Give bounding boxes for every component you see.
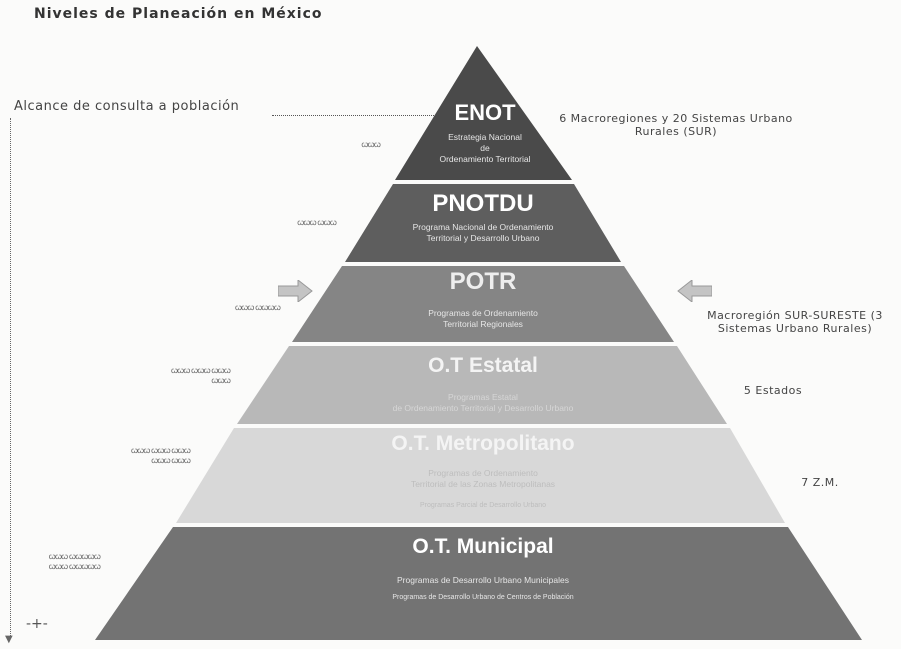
level-enot-sub2: de [480,143,490,153]
level-metropolitano: O.T. Metropolitano Programas de Ordenami… [265,432,701,511]
people-icon-group-estatal: ꞷꞷꞷ ꞷꞷꞷ ꞷꞷꞷ ꞷꞷꞷ [150,366,231,386]
scope-vertical-axis [10,118,11,638]
people-icon-enot: ꞷꞷꞷ [361,140,381,149]
level-metropolitano-band [176,428,785,523]
level-pnotdu-sub2: Territorial y Desarrollo Urbano [426,233,540,243]
level-estatal-sub1: Programas Estatal [448,392,518,402]
diagram-title: Niveles de Planeación en México [34,6,323,22]
people-icon-group-metro: ꞷꞷꞷ ꞷꞷꞷ ꞷꞷꞷ ꞷꞷꞷ ꞷꞷꞷ [110,446,191,466]
arrow-left-icon [677,280,712,302]
level-potr-name: POTR [449,268,517,295]
level-enot: ENOT Estrategia Nacional de Ordenamiento… [415,100,555,165]
level-municipal-band [95,527,862,640]
level-pnotdu: PNOTDU Programa Nacional de Ordenamiento… [365,190,601,244]
level-pnotdu-sub1: Programa Nacional de Ordenamiento [412,222,554,232]
level-metropolitano-sub2: Territorial de las Zonas Metropolitanas [410,479,556,489]
level-estatal-sub2: de Ordenamiento Territorial y Desarrollo… [392,403,574,413]
people-icon-group-potr: ꞷꞷꞷ ꞷꞷꞷꞷ [210,303,281,313]
people-icon-potr: ꞷꞷꞷ ꞷꞷꞷꞷ [234,303,281,312]
level-estatal-band [237,346,727,424]
level-municipal: O.T. Municipal Programas de Desarrollo U… [240,535,726,603]
level-enot-sub1: Estrategia Nacional [448,132,522,142]
level-enot-name: ENOT [454,100,516,125]
label-metro-count: 7 Z.M. [801,476,839,489]
people-icon-metro-row1: ꞷꞷꞷ ꞷꞷꞷ ꞷꞷꞷ [130,446,191,455]
level-municipal-sub2: Programas de Desarrollo Urbano de Centro… [392,594,574,601]
level-pnotdu-name: PNOTDU [432,190,534,217]
people-icon-pnotdu: ꞷꞷꞷ ꞷꞷꞷ [297,218,337,227]
level-enot-band [395,46,572,180]
people-icon-municipal-row1: ꞷꞷꞷ ꞷꞷꞷꞷꞷ [48,552,101,561]
level-pnotdu-band [345,184,621,262]
people-icon-estatal-row1: ꞷꞷꞷ ꞷꞷꞷ ꞷꞷꞷ [170,366,231,375]
level-metropolitano-name: O.T. Metropolitano [391,432,575,455]
people-icon-group-pnotdu: ꞷꞷꞷ ꞷꞷꞷ [276,218,337,228]
level-municipal-name: O.T. Municipal [412,535,554,558]
level-potr: POTR Programas de Ordenamiento Territori… [360,268,606,330]
label-estatal-count: 5 Estados [743,384,803,397]
people-icon-municipal-row2: ꞷꞷꞷ ꞷꞷꞷꞷꞷ [48,562,101,571]
level-estatal-name: O.T Estatal [428,354,538,377]
level-potr-sub1: Programas de Ordenamiento [428,308,538,318]
arrow-right-icon [278,280,313,302]
people-icon-group-enot: ꞷꞷꞷ [340,140,381,150]
level-estatal: O.T Estatal Programas Estatal de Ordenam… [310,354,656,414]
level-metropolitano-sub3: Programas Parcial de Desarrollo Urbano [419,502,547,509]
axis-arrow-down-icon: ▼ [5,634,13,645]
level-potr-band [292,266,674,342]
label-enot-macroregions: 6 Macroregiones y 20 Sistemas Urbano Rur… [559,112,793,138]
people-icon-estatal-row2: ꞷꞷꞷ [211,376,231,385]
level-municipal-sub1: Programas de Desarrollo Urbano Municipal… [397,575,569,585]
level-enot-sub3: Ordenamiento Territorial [439,154,531,164]
people-icon-metro-row2: ꞷꞷꞷ ꞷꞷꞷ [151,456,191,465]
people-icon-group-municipal: ꞷꞷꞷ ꞷꞷꞷꞷꞷ ꞷꞷꞷ ꞷꞷꞷꞷꞷ [20,552,101,572]
level-potr-sub2: Territorial Regionales [443,319,523,329]
scope-dotted-line [272,115,460,116]
level-metropolitano-sub1: Programas de Ordenamiento [428,468,538,478]
scope-label: Alcance de consulta a población [14,99,240,114]
label-potr-macroregion: Macroregión SUR-SURESTE (3 Sistemas Urba… [707,309,883,335]
plus-icon: -+- [26,616,48,632]
